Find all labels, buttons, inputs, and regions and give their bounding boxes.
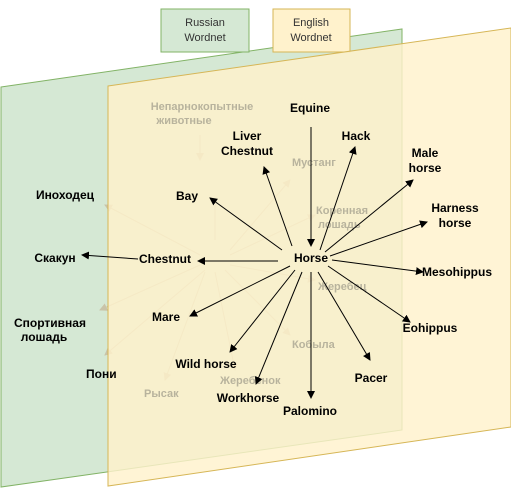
russian-labels: Иноходец Скакун Спортивная лошадь Пони <box>14 188 117 381</box>
node-mesohippus[interactable]: Mesohippus <box>422 265 492 279</box>
node-liver-chestnut-line2[interactable]: Chestnut <box>221 144 273 158</box>
node-poni[interactable]: Пони <box>86 367 117 381</box>
ghost-label-zherebenok: Жеребенок <box>219 375 281 387</box>
english-wordnet-tab[interactable] <box>272 8 351 53</box>
node-eohippus[interactable]: Eohippus <box>403 321 458 335</box>
english-edges <box>81 127 428 399</box>
node-loshad[interactable]: лошадь <box>21 330 67 344</box>
ghost-label-neparnokopytnye: Непарнокопытные <box>151 101 254 113</box>
node-hack[interactable]: Hack <box>342 129 371 143</box>
ghost-label-rysak: Рысак <box>144 388 179 400</box>
node-harness-horse-line2[interactable]: horse <box>439 216 472 230</box>
node-equine[interactable]: Equine <box>290 101 330 115</box>
node-workhorse[interactable]: Workhorse <box>217 391 280 405</box>
english-labels: Horse Equine Hack Male horse Harness hor… <box>139 101 492 418</box>
node-male-horse-line1[interactable]: Male <box>412 146 439 160</box>
node-bay[interactable]: Bay <box>176 189 198 203</box>
russian-wordnet-tab[interactable] <box>160 8 250 53</box>
node-horse[interactable]: Horse <box>294 251 328 265</box>
node-inokhodets[interactable]: Иноходец <box>36 188 95 202</box>
ghost-russian-labels: Непарнокопытные животные Мустанг Коренна… <box>144 101 368 400</box>
russian-tab-line2: Wordnet <box>184 32 225 44</box>
node-male-horse-line2[interactable]: horse <box>409 161 442 175</box>
node-chestnut[interactable]: Chestnut <box>139 252 191 266</box>
english-tab-line2: Wordnet <box>290 32 331 44</box>
node-skakun[interactable]: Скакун <box>34 251 75 265</box>
english-tab-line1: English <box>293 17 329 29</box>
ghost-label-mustang: Мустанг <box>292 157 336 169</box>
node-harness-horse-line1[interactable]: Harness <box>431 201 479 215</box>
node-wild-horse[interactable]: Wild horse <box>175 357 237 371</box>
node-pacer[interactable]: Pacer <box>355 371 388 385</box>
ghost-label-loshad: лошадь <box>318 219 361 231</box>
node-sportivnaya[interactable]: Спортивная <box>14 316 86 330</box>
ghost-label-kobyla: Кобыла <box>292 339 336 351</box>
english-wordnet-plane <box>107 27 511 487</box>
node-liver-chestnut-line1[interactable]: Liver <box>233 129 262 143</box>
ghost-label-zhivotnye: животные <box>155 115 211 127</box>
node-mare[interactable]: Mare <box>152 310 180 324</box>
ghost-label-korennaya: Коренная <box>316 205 368 217</box>
node-palomino[interactable]: Palomino <box>283 404 337 418</box>
russian-tab-line1: Russian <box>185 17 225 29</box>
